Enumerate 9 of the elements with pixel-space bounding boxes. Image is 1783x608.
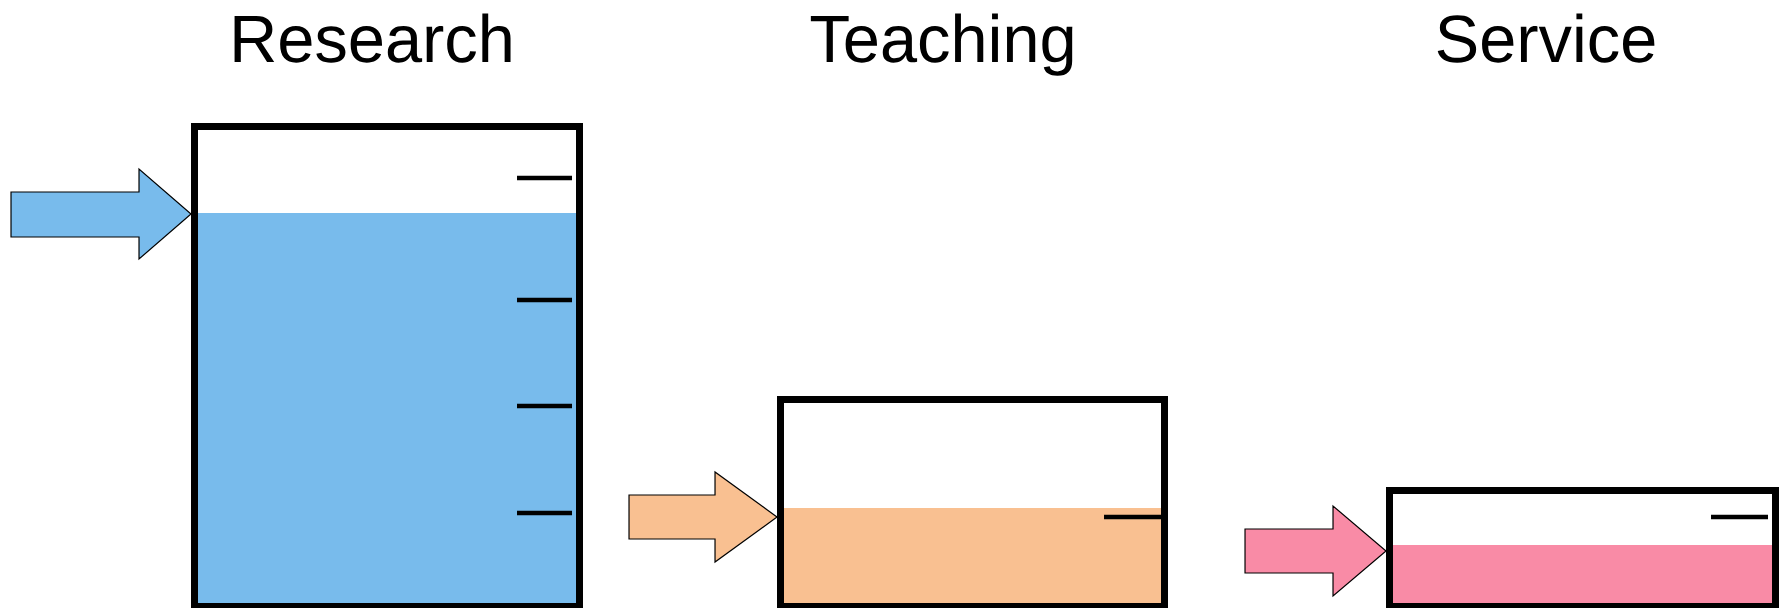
block-arrow bbox=[628, 470, 779, 564]
beaker-drawing bbox=[777, 396, 1168, 608]
column-heading: Service bbox=[1437, 13, 1655, 63]
block-arrow bbox=[10, 167, 192, 261]
block-arrow bbox=[1244, 504, 1387, 598]
column-heading: Research bbox=[234, 13, 511, 63]
beaker-drawing bbox=[1386, 487, 1779, 608]
column-heading: Teaching bbox=[810, 13, 1073, 76]
beaker-drawing bbox=[191, 123, 583, 608]
